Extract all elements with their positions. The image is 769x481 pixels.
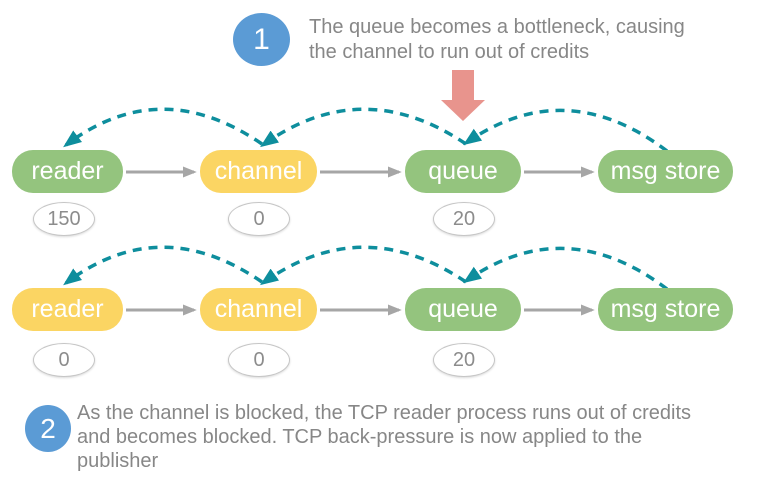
node-queue-row2: queue — [405, 288, 521, 331]
callout-1-number: 1 — [253, 22, 270, 56]
node-channel-row2: channel — [200, 288, 317, 331]
callout-2-badge: 2 — [25, 405, 71, 452]
credit-counter-channel-row2: 0 — [228, 343, 290, 377]
node-queue-row1: queue — [405, 150, 521, 193]
credit-arc-queue-to-channel-row1 — [260, 107, 467, 148]
callout-1-text: The queue becomes a bottleneck, causing … — [309, 15, 685, 65]
credit-value: 0 — [58, 348, 70, 371]
callout-2-line: publisher — [77, 450, 159, 472]
credit-counter-reader-row1: 150 — [33, 202, 95, 236]
node-label: channel — [214, 157, 303, 185]
node-label: reader — [31, 295, 104, 323]
credit-value: 0 — [253, 207, 265, 230]
node-msgstore-row1: msg store — [598, 150, 733, 193]
callout-1-line: the channel to run out of credits — [309, 41, 590, 63]
node-label: reader — [31, 157, 104, 185]
credit-value: 150 — [47, 207, 81, 230]
credit-value: 20 — [452, 207, 476, 230]
credit-value: 0 — [253, 348, 265, 371]
node-label: queue — [428, 157, 498, 185]
node-label: channel — [214, 295, 303, 323]
node-reader-row2: reader — [12, 288, 123, 331]
credit-arc-channel-to-reader-row2 — [63, 245, 263, 286]
callout-1-line: The queue becomes a bottleneck, causing — [309, 16, 685, 38]
credit-counter-channel-row1: 0 — [228, 202, 290, 236]
callout-2-line: As the channel is blocked, the TCP reade… — [77, 402, 692, 424]
credit-arc-msgstore-to-queue-row1 — [463, 108, 669, 153]
credit-arc-msgstore-to-queue-row2 — [463, 246, 669, 291]
node-label: msg store — [610, 157, 721, 185]
node-label: queue — [428, 295, 498, 323]
node-reader-row1: reader — [12, 150, 123, 193]
credit-counter-queue-row2: 20 — [433, 343, 495, 377]
callout-2-text: As the channel is blocked, the TCP reade… — [77, 401, 691, 473]
credit-counter-reader-row2: 0 — [33, 343, 95, 377]
callout-2-number: 2 — [40, 412, 56, 444]
credit-counter-queue-row1: 20 — [433, 202, 495, 236]
callout-1-badge: 1 — [233, 13, 290, 66]
credit-arc-channel-to-reader-row1 — [63, 107, 263, 148]
credit-value: 20 — [452, 348, 476, 371]
credit-arc-queue-to-channel-row2 — [260, 245, 467, 286]
node-label: msg store — [610, 295, 721, 323]
node-msgstore-row2: msg store — [598, 288, 733, 331]
callout-2-line: and becomes blocked. TCP back-pressure i… — [77, 426, 643, 448]
bottleneck-arrow — [441, 70, 485, 121]
node-channel-row1: channel — [200, 150, 317, 193]
